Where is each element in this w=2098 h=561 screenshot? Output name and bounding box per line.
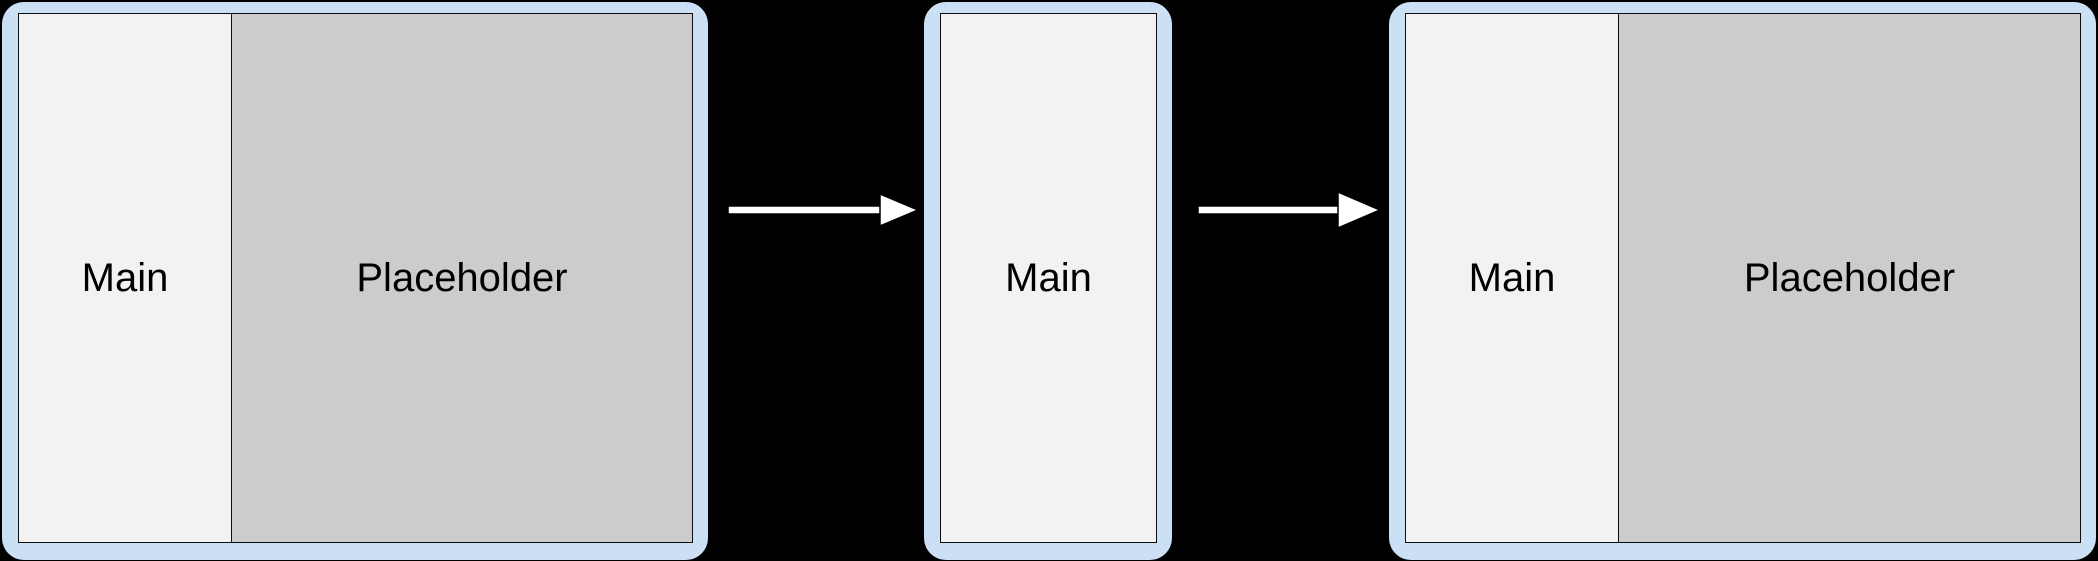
pane-placeholder-label: Placeholder (356, 256, 568, 300)
device-frame-compact: Main (924, 2, 1172, 560)
pane-placeholder[interactable]: Placeholder (231, 14, 692, 542)
device-frame-wide-left: Main Placeholder (2, 2, 708, 560)
pane-main-label: Main (1005, 256, 1092, 300)
screen-wide-right: Main Placeholder (1405, 13, 2081, 543)
pane-main[interactable]: Main (19, 14, 231, 542)
pane-placeholder-label: Placeholder (1743, 256, 1956, 300)
device-frame-wide-right: Main Placeholder (1389, 2, 2096, 560)
pane-placeholder[interactable]: Placeholder (1618, 14, 2080, 542)
screen-wide-left: Main Placeholder (18, 13, 693, 543)
arrow-right-icon (1198, 180, 1394, 240)
pane-main-label: Main (81, 256, 169, 300)
pane-main[interactable]: Main (941, 14, 1156, 542)
pane-main-label: Main (1468, 256, 1556, 300)
pane-main[interactable]: Main (1406, 14, 1618, 542)
arrow-right-icon (728, 180, 924, 240)
screen-compact: Main (940, 13, 1157, 543)
